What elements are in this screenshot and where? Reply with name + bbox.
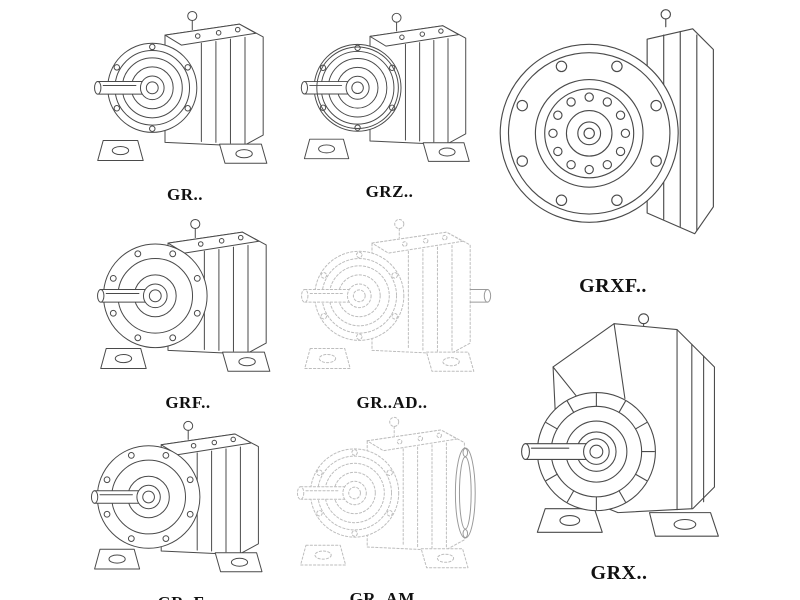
gearbox-drawing-grz <box>292 8 487 176</box>
input-adapter-shaft <box>469 288 492 303</box>
catalog-cell-grx: GRX.. <box>496 304 742 585</box>
model-label-grz: GRZ.. <box>365 182 414 202</box>
catalog-cell-grad: GR..AD.. <box>292 214 492 413</box>
model-label-gram: GR..AM.. <box>349 589 425 600</box>
model-label-grad: GR..AD.. <box>356 392 428 412</box>
gearbox-drawing-grad <box>292 214 492 387</box>
model-label-grxf: GRXF.. <box>579 274 647 297</box>
catalog-cell-gram: GR..AM.. <box>288 412 486 600</box>
catalog-cell-gr: GR.. <box>85 6 285 205</box>
gearbox-drawing-grx <box>521 313 719 537</box>
gearbox-drawing-gram <box>288 412 476 583</box>
model-label-grf2: GR..F <box>158 593 205 600</box>
gearbox-drawing-grf <box>88 214 288 387</box>
catalog-cell-grz: GRZ.. <box>292 8 487 202</box>
model-label-grf: GRF.. <box>165 392 211 412</box>
gearbox-drawing-gr <box>85 6 285 179</box>
catalog-cell-grxf: GRXF.. <box>494 4 732 298</box>
catalog-cell-grf: GRF.. <box>88 214 288 413</box>
motor-adapter-flange <box>454 447 476 539</box>
gearbox-drawing-grf2 <box>82 416 280 587</box>
model-label-grx: GRX.. <box>590 562 648 584</box>
catalog-cell-grf2: GR..F <box>82 416 280 600</box>
gearbox-drawing-grxf <box>499 9 714 235</box>
model-label-gr: GR.. <box>167 184 203 204</box>
